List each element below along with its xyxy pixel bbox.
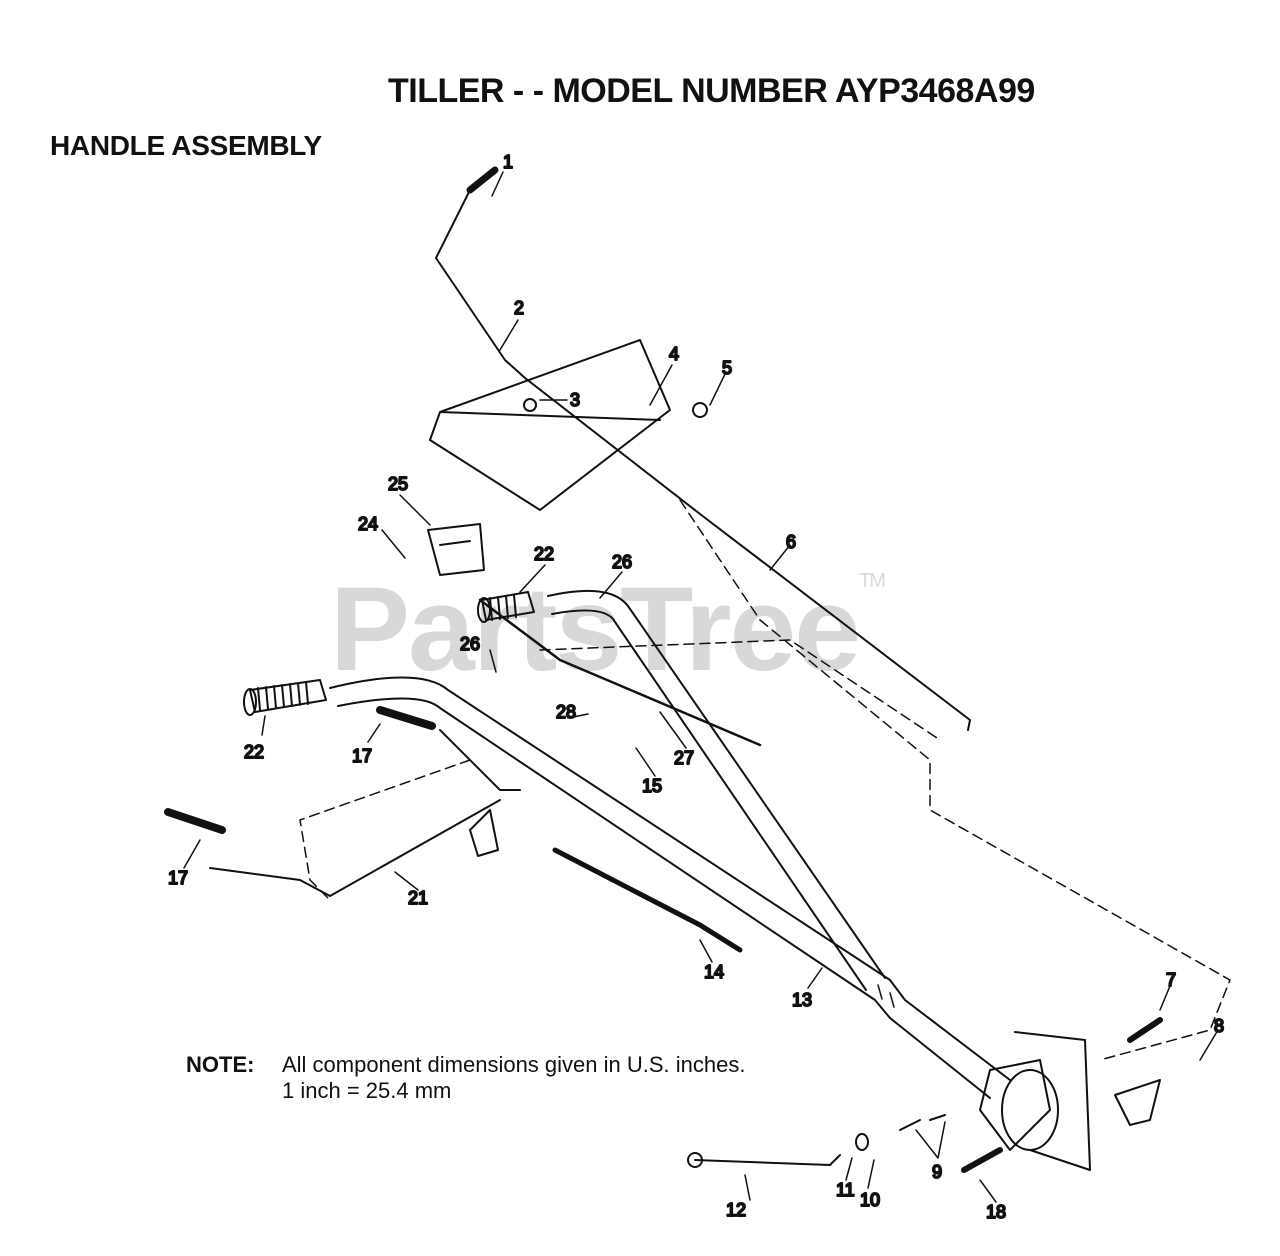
callout-27: 27 — [674, 748, 694, 768]
spring-17-lower — [164, 808, 226, 834]
callout-25: 25 — [388, 474, 408, 494]
callout-18: 18 — [986, 1202, 1006, 1222]
callout-21: 21 — [408, 888, 428, 908]
callout-15: 15 — [642, 776, 662, 796]
section-title: HANDLE ASSEMBLY — [50, 130, 322, 161]
bolt-18 — [961, 1147, 1003, 1173]
callout-3: 3 — [570, 390, 580, 410]
callout-5: 5 — [722, 358, 732, 378]
note-label: NOTE: — [186, 1052, 255, 1077]
callout-14: 14 — [704, 962, 724, 982]
cable-lower — [552, 847, 743, 953]
callout-11: 11 — [836, 1180, 855, 1200]
callout-24: 24 — [358, 514, 378, 534]
throttle-cable — [478, 598, 762, 747]
pivot-mount — [979, 1031, 1091, 1171]
callout-17-upper: 17 — [352, 746, 372, 766]
callout-26-right: 26 — [612, 552, 632, 572]
control-panel — [429, 339, 671, 511]
handle-tube — [329, 589, 1011, 1099]
callout-2: 2 — [514, 298, 524, 318]
grip-left — [243, 679, 327, 716]
grip-right — [477, 591, 535, 623]
callout-10: 10 — [860, 1190, 880, 1210]
callout-26-left: 26 — [460, 634, 480, 654]
callout-17-lower: 17 — [168, 868, 188, 888]
spring-17-upper — [376, 706, 436, 730]
note-line-1: All component dimensions given in U.S. i… — [282, 1052, 746, 1077]
dimension-note: NOTE: All component dimensions given in U… — [186, 1052, 745, 1104]
page-title: TILLER - - MODEL NUMBER AYP3468A99 — [388, 72, 1035, 110]
bolt-7 — [1127, 1017, 1163, 1043]
callout-8: 8 — [1214, 1016, 1224, 1036]
dashed-leaders — [299, 499, 1231, 1061]
callout-12: 12 — [726, 1200, 746, 1220]
callout-leaders — [183, 171, 1219, 1203]
handle-lever-12 — [694, 1154, 841, 1166]
callout-22-right: 22 — [534, 544, 554, 564]
callout-28: 28 — [556, 702, 576, 722]
bracket — [427, 523, 485, 576]
callout-6: 6 — [786, 532, 796, 552]
callout-1: 1 — [503, 152, 513, 172]
callout-22-left: 22 — [244, 742, 264, 762]
callout-13: 13 — [792, 990, 812, 1010]
callout-7: 7 — [1166, 970, 1176, 990]
watermark-trademark: TM — [859, 570, 886, 592]
watermark-text: PartsTree — [330, 562, 861, 696]
shift-spring — [466, 166, 499, 194]
lever-bracket — [469, 809, 499, 857]
callout-9: 9 — [932, 1162, 942, 1182]
rear-bracket — [1114, 1079, 1161, 1126]
callout-numbers: 1 2 3 4 5 6 7 8 9 10 11 12 13 14 15 17 1… — [167, 151, 1225, 1223]
note-line-2: 1 inch = 25.4 mm — [282, 1078, 452, 1103]
shift-rod — [435, 189, 971, 731]
watermark: PartsTreeTM — [330, 560, 886, 698]
callout-4: 4 — [669, 344, 679, 364]
clutch-lever — [209, 729, 521, 897]
